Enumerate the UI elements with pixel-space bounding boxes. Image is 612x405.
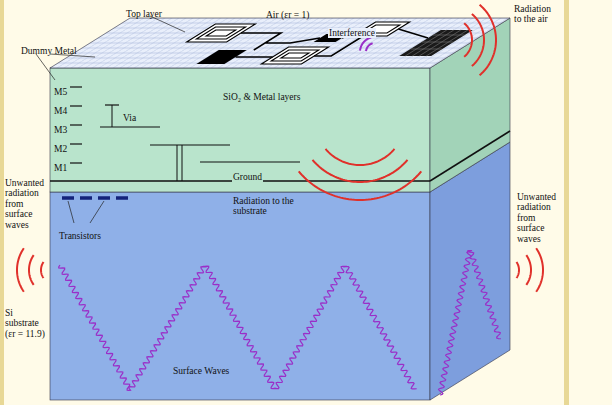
radiation-arc [366, 43, 373, 51]
annotation-label: M3 [53, 119, 68, 137]
annotation-label: SiO₂ & Metal layers [222, 86, 301, 104]
annotation-label: Dummy Metal [20, 40, 78, 58]
label-text: Top layer [125, 9, 163, 19]
label-text: M3 [53, 125, 68, 135]
label-text: M5 [53, 87, 68, 97]
annotation-label: Ground [232, 166, 263, 184]
annotation-label: Radiation to the air [513, 4, 559, 26]
radiation-arc [536, 248, 543, 292]
label-text: Interference [328, 28, 376, 38]
top-layer [50, 18, 510, 68]
label-text: Radiation to the substrate [232, 196, 296, 217]
surface-waves [59, 250, 501, 395]
label-text: Ground [232, 172, 263, 182]
annotation-label: Interference [328, 22, 376, 40]
label-text: Air (εr = 1) [265, 10, 310, 20]
frame-stripe [0, 0, 4, 405]
label-text: Via [122, 113, 137, 123]
label-text: Unwanted radiation from surface waves [516, 192, 560, 244]
annotation-label: Unwanted radiation from surface waves [4, 178, 50, 232]
surface-wave [59, 265, 417, 390]
ground-plane [430, 131, 510, 181]
radiation-arc [299, 171, 422, 200]
label-text: Unwanted radiation from surface waves [4, 178, 50, 230]
radiation-arc [526, 255, 531, 285]
label-text: Dummy Metal [20, 46, 78, 56]
label-text: Si substrate (εr = 11.9) [4, 308, 50, 339]
annotation-label: Transistors [58, 225, 102, 243]
radiation-arc [516, 262, 519, 278]
label-text: Radiation to the air [513, 4, 559, 25]
transistor-marks [62, 196, 128, 200]
annotation-label: Top layer [125, 3, 163, 21]
annotation-label: Si substrate (εr = 11.9) [4, 308, 50, 341]
annotation-label: M4 [53, 100, 68, 118]
label-text: M4 [53, 106, 68, 116]
label-text: SiO₂ & Metal layers [222, 92, 301, 102]
radiation-arc [472, 14, 484, 66]
radiation-arc [29, 255, 34, 285]
radiation-arc [326, 149, 395, 165]
annotation-label: Radiation to the substrate [232, 196, 296, 218]
substrate-front [50, 192, 430, 400]
annotation-label: M2 [53, 138, 68, 156]
radiation-arc [313, 160, 408, 182]
radiation-arcs [17, 5, 543, 292]
label-text: M1 [53, 163, 68, 173]
label-text: M2 [53, 144, 68, 154]
radiation-arc [464, 23, 472, 57]
annotation-label: M1 [53, 157, 68, 175]
annotation-label: Surface Waves [172, 360, 230, 378]
radiation-arc [41, 262, 44, 278]
frame-stripe [564, 0, 569, 405]
label-text: Transistors [58, 231, 102, 241]
oxide-front [50, 68, 430, 192]
annotation-label: Via [122, 107, 137, 125]
annotation-label: Unwanted radiation from surface waves [516, 192, 560, 246]
surface-wave [439, 250, 501, 395]
radiation-arc [360, 38, 371, 51]
via-symbol [112, 105, 182, 181]
radiation-arc [480, 5, 496, 75]
radiation-arc [17, 248, 24, 292]
annotation-label: Air (εr = 1) [265, 4, 310, 22]
label-text: Surface Waves [172, 366, 230, 376]
annotation-label: M5 [53, 81, 68, 99]
